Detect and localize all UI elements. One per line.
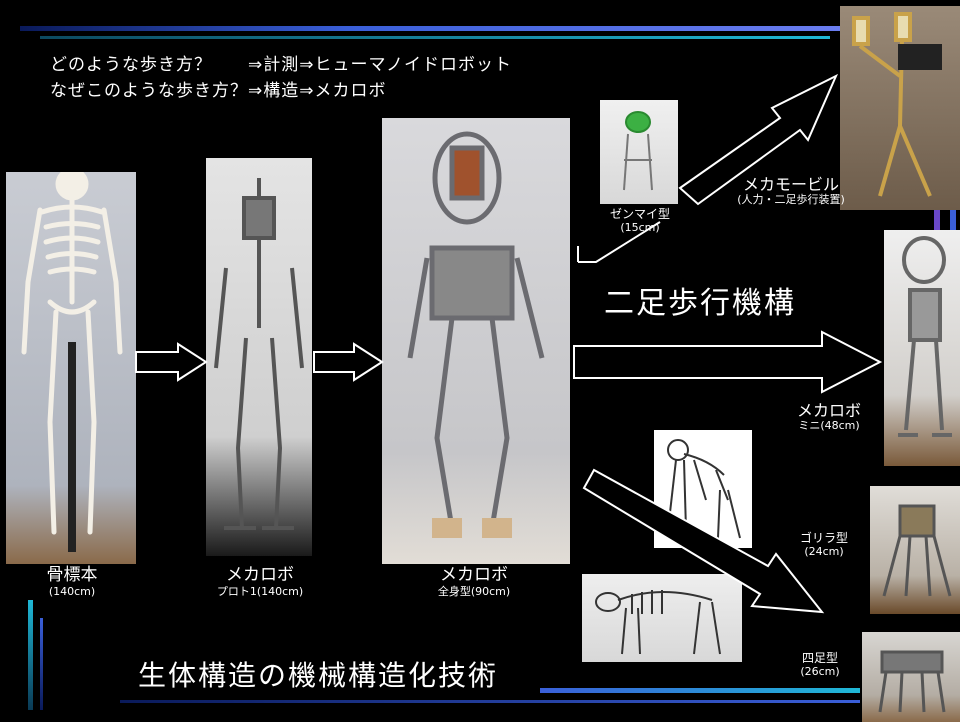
header-line-1: どのような歩き方？ ⇒計測⇒ヒューマノイドロボット xyxy=(50,55,512,75)
proto-label-main: メカロボ xyxy=(226,565,294,585)
fullbody-label-main: メカロボ xyxy=(440,565,508,585)
gorilla-robot-photo xyxy=(870,486,960,614)
fullbody-robot-photo xyxy=(382,118,570,564)
fullbody-label: メカロボ 全身型(90cm) xyxy=(410,565,538,598)
quadruped-skeleton-drawing xyxy=(582,574,742,662)
skeleton-label: 骨標本 (140cm) xyxy=(22,565,122,598)
top-accent-bar-cyan xyxy=(40,36,830,39)
footer-title: 生体構造の機械構造化技術 xyxy=(138,659,499,692)
meca-mobile-photo xyxy=(840,6,960,210)
quad-label-sub: (26cm) xyxy=(800,664,840,678)
biped-mechanism-title: 二足歩行機構 xyxy=(604,286,796,321)
mini-label: メカロボ ミニ(48cm) xyxy=(774,401,884,433)
gorilla-label: ゴリラ型 (24cm) xyxy=(784,531,864,558)
arrow-up-right-icon xyxy=(678,73,839,206)
quad-robot-photo xyxy=(862,632,960,722)
right-accent-bar-2 xyxy=(950,210,956,240)
zenmai-label-sub: (15cm) xyxy=(620,220,660,234)
arrow-right-icon xyxy=(135,342,208,382)
zenmai-robot-photo xyxy=(600,100,678,204)
zenmai-label-main: ゼンマイ型 xyxy=(609,207,670,221)
arrow-right-icon xyxy=(313,342,384,382)
mini-label-sub: ミニ(48cm) xyxy=(798,419,860,433)
proto-label-sub: プロト1(140cm) xyxy=(216,584,304,598)
mobile-label-sub: (人力・二足歩行装置) xyxy=(737,193,845,207)
skeleton-photo xyxy=(6,172,136,564)
top-accent-bar xyxy=(20,26,840,31)
quad-label-main: 四足型 xyxy=(801,651,838,665)
arrow-down-right-icon xyxy=(582,468,825,614)
mobile-label: メカモービル (人力・二足歩行装置) xyxy=(706,175,876,207)
gorilla-label-main: ゴリラ型 xyxy=(799,531,848,545)
proto-robot-photo xyxy=(206,158,312,556)
mini-label-main: メカロボ xyxy=(796,401,861,420)
left-accent-bar xyxy=(28,600,33,710)
meca-mini-photo xyxy=(884,230,960,466)
header-line-2: なぜこのような歩き方？⇒構造⇒メカロボ xyxy=(50,81,387,101)
skeleton-label-sub: (140cm) xyxy=(48,584,96,598)
gorilla-label-sub: (24cm) xyxy=(804,544,844,558)
zenmai-label: ゼンマイ型 (15cm) xyxy=(588,207,692,234)
left-accent-bar-2 xyxy=(40,618,43,710)
fullbody-label-sub: 全身型(90cm) xyxy=(437,584,511,598)
quad-label: 四足型 (26cm) xyxy=(780,651,860,678)
skeleton-label-main: 骨標本 xyxy=(46,565,98,585)
right-accent-bar xyxy=(934,210,940,240)
proto-label: メカロボ プロト1(140cm) xyxy=(204,565,316,598)
arrow-right-icon xyxy=(573,330,883,394)
bottom-accent-bar xyxy=(540,688,860,693)
mobile-label-main: メカモービル xyxy=(742,175,839,194)
bottom-accent-bar-2 xyxy=(120,700,860,703)
